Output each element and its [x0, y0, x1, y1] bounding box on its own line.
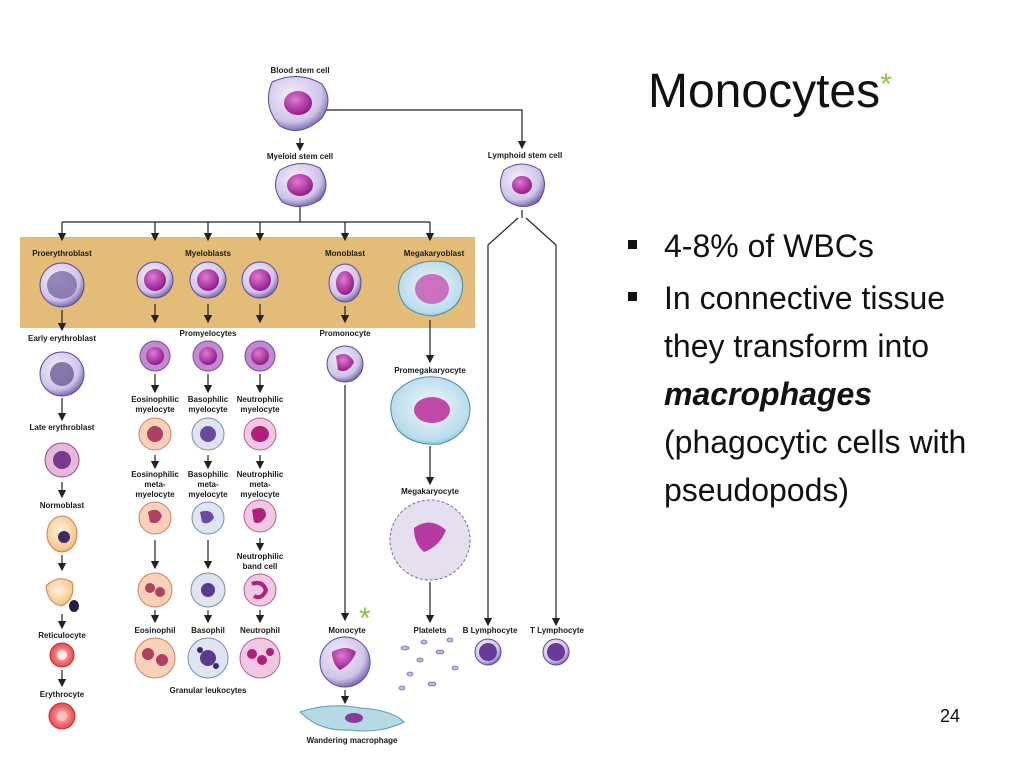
label-monocyte: Monocyte — [328, 626, 366, 635]
label-neutrophil: Neutrophil — [240, 626, 280, 635]
label-lymphoid-stem-cell: Lymphoid stem cell — [488, 151, 562, 160]
early-erythroblast-cell — [39, 351, 85, 397]
promonocyte-cell — [326, 345, 364, 383]
hematopoiesis-diagram: Blood stem cell Myeloid stem cell Lympho… — [20, 66, 585, 745]
label-proerythroblast: Proerythroblast — [32, 249, 92, 258]
promegakaryocyte-cell — [390, 376, 471, 445]
eosinophil-stage-cell — [137, 572, 173, 608]
wandering-macrophage-cell — [299, 705, 405, 732]
b-lymphocyte-cell — [474, 638, 502, 666]
monocyte-cell — [319, 636, 371, 688]
basophilic-myelocyte-cell — [191, 417, 225, 451]
label-granular-leukocytes: Granular leukocytes — [170, 686, 247, 695]
promyelocyte-cell-3 — [244, 340, 276, 372]
neutrophilic-myelocyte-cell — [243, 417, 277, 451]
erythrocyte-cell — [48, 702, 76, 730]
myeloblast-cell-2 — [189, 261, 227, 299]
label-eosinophil: Eosinophil — [135, 626, 176, 635]
label-megakaryocyte: Megakaryocyte — [401, 487, 459, 496]
neutrophilic-band-cell — [243, 573, 277, 607]
label-platelets: Platelets — [414, 626, 447, 635]
label-promegakaryocyte: Promegakaryocyte — [394, 366, 466, 375]
label-basophil: Basophil — [191, 626, 225, 635]
basophilic-metamyelocyte-cell — [191, 501, 225, 535]
label-megakaryoblast: Megakaryoblast — [404, 249, 465, 258]
label-erythrocyte: Erythrocyte — [40, 690, 85, 699]
label-wandering-macrophage: Wandering macrophage — [307, 736, 398, 745]
slide-title-text: Monocytes — [648, 65, 881, 118]
label-reticulocyte: Reticulocyte — [38, 631, 86, 640]
promyelocyte-cell-2 — [192, 340, 224, 372]
bullet-square-icon — [628, 240, 637, 249]
megakaryocyte-cell — [389, 499, 471, 581]
late-erythroblast-cell — [44, 442, 80, 478]
t-lymphocyte-cell — [542, 638, 570, 666]
platelets-group — [398, 637, 459, 691]
monocyte-star: * — [359, 602, 371, 635]
neutrophil-cell — [239, 637, 281, 679]
promyelocyte-cell-1 — [139, 340, 171, 372]
label-b-lymphocyte: B Lymphocyte — [463, 626, 518, 635]
megakaryoblast-cell — [398, 260, 464, 317]
reticulocyte-cell — [49, 642, 75, 668]
bullet-square-icon — [628, 292, 637, 301]
monoblast-cell — [328, 263, 362, 303]
label-blood-stem-cell: Blood stem cell — [270, 66, 329, 75]
lymphoid-stem-cell — [500, 163, 545, 207]
bullet-list: 4-8% of WBCs In connective tissue they t… — [628, 222, 1008, 518]
bullet-text: 4-8% of WBCs — [664, 228, 874, 264]
bullet-text-pre: In connective tissue they transform into — [664, 280, 946, 364]
basophil-stage-cell — [190, 572, 226, 608]
title-star: * — [880, 68, 892, 101]
neutrophilic-metamyelocyte-cell — [243, 499, 277, 533]
label-monoblast: Monoblast — [325, 249, 365, 258]
basophil-cell — [187, 637, 229, 679]
bullet-item: 4-8% of WBCs — [628, 222, 1008, 270]
ejected-nucleus — [45, 578, 79, 612]
page-number: 24 — [940, 706, 961, 726]
label-promyelocytes: Promyelocytes — [180, 329, 237, 338]
label-normoblast: Normoblast — [40, 501, 85, 510]
label-myeloblasts: Myeloblasts — [185, 249, 231, 258]
proerythroblast-cell — [39, 262, 85, 308]
slide-title: Monocytes* — [648, 64, 892, 119]
bullet-item: In connective tissue they transform into… — [628, 274, 1008, 514]
label-t-lymphocyte: T Lymphocyte — [530, 626, 584, 635]
myeloid-stem-cell — [275, 163, 327, 207]
blood-stem-cell — [267, 76, 329, 131]
label-early-erythroblast: Early erythroblast — [28, 334, 96, 343]
eosinophilic-metamyelocyte-cell — [138, 501, 172, 535]
connector-lines — [57, 109, 561, 705]
bullet-text-post: (phagocytic cells with pseudopods) — [664, 424, 967, 508]
label-myeloid-stem-cell: Myeloid stem cell — [267, 152, 333, 161]
myeloblast-cell-3 — [241, 261, 279, 299]
eosinophilic-myelocyte-cell — [138, 417, 172, 451]
label-promonocyte: Promonocyte — [319, 329, 371, 338]
label-late-erythroblast: Late erythroblast — [30, 423, 95, 432]
normoblast-cell — [46, 515, 78, 553]
bullet-emphasis: macrophages — [664, 376, 873, 412]
eosinophil-cell — [134, 637, 176, 679]
myeloblast-cell-1 — [136, 261, 174, 299]
